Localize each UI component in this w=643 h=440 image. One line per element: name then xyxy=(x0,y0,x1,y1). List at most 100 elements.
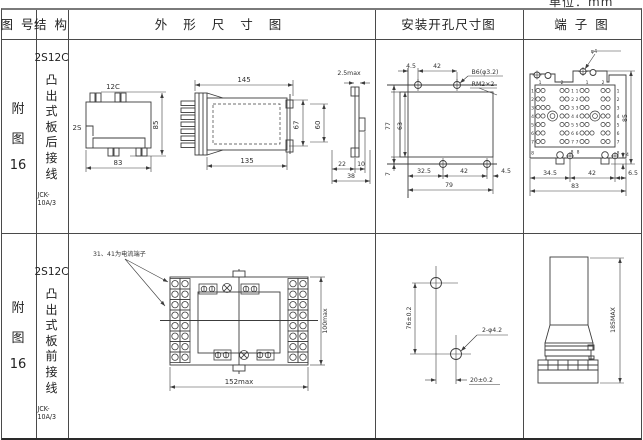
table-frame xyxy=(1,8,642,440)
svg-text:2: 2 xyxy=(576,97,579,103)
svg-text:3: 3 xyxy=(576,105,579,111)
tap-spec-label: RM2×2 xyxy=(472,81,495,88)
dim-label: 42 xyxy=(588,170,596,177)
dim-label: 100max xyxy=(322,308,329,334)
top-fixing-holes xyxy=(532,67,597,80)
terminal-drawing-row2: 185MAX xyxy=(537,256,624,384)
fig-cell-row2: 附 图 16 xyxy=(1,232,35,436)
relay-type: JCK-10A/3 xyxy=(37,191,57,208)
dim-label: 67 xyxy=(293,121,301,130)
svg-text:2: 2 xyxy=(531,97,534,103)
svg-text:5: 5 xyxy=(531,122,534,128)
terminal-number: 1 xyxy=(539,80,542,86)
terminal-screw-columns xyxy=(169,278,309,363)
dim-label: 4 xyxy=(626,152,629,158)
mounting-drawing-row1: 4.5 42 B6(φ3.2) RM2×2 77 63 7 32.5 42 4.… xyxy=(385,63,511,198)
svg-text:7: 7 xyxy=(576,139,579,145)
dim-label: 185MAX xyxy=(610,306,617,332)
header-structure: 结 构 xyxy=(34,17,69,32)
dim-label: 38 xyxy=(347,173,355,180)
header-terminal: 端 子 图 xyxy=(554,17,610,32)
terminal-drawing-row1: φ4 1 2 1 2 1 2 3 4 5 xyxy=(529,49,638,196)
side-view: 145 135 67 60 xyxy=(180,76,328,170)
terminal-contacts xyxy=(535,88,611,144)
svg-text:6: 6 xyxy=(576,131,579,137)
col-divider-1 xyxy=(36,10,37,438)
relay-type: JCK-10A/3 xyxy=(37,405,57,422)
svg-text:8: 8 xyxy=(577,150,580,156)
svg-text:3: 3 xyxy=(571,105,574,111)
svg-text:5: 5 xyxy=(571,122,574,128)
mounting-holes xyxy=(414,79,491,170)
relay-side-silhouette xyxy=(537,256,599,384)
structure-cell-row2: 2S12C 凸出式板前接线 JCK-10A/3 xyxy=(34,232,68,436)
svg-text:5: 5 xyxy=(576,122,579,128)
svg-text:2: 2 xyxy=(617,97,620,103)
fig-cell-row1: 附 图 16 xyxy=(1,38,35,232)
dim-label: 4.5 xyxy=(406,63,416,70)
fig-char: 附 xyxy=(11,300,25,316)
dim-label: 6.5 xyxy=(628,170,638,177)
current-terminal-note: 31、41为电流端子 xyxy=(93,250,146,258)
col-divider-4 xyxy=(523,10,524,438)
svg-text:1: 1 xyxy=(571,88,574,94)
svg-text:4: 4 xyxy=(571,114,574,120)
svg-text:6: 6 xyxy=(531,131,534,137)
header-outline: 外 形 尺 寸 图 xyxy=(154,17,288,32)
fig-char: 图 xyxy=(11,330,25,346)
svg-text:1: 1 xyxy=(531,88,534,94)
header-mounting: 安装开孔尺寸图 xyxy=(401,17,496,32)
svg-text:8: 8 xyxy=(571,150,574,156)
dim-label: 32.5 xyxy=(417,168,431,175)
terminal-number: 1 xyxy=(586,80,589,86)
terminal-number: 2 xyxy=(561,80,564,86)
svg-text:3: 3 xyxy=(531,105,534,111)
dim-label: 135 xyxy=(240,157,253,165)
dim-label: 4.5 xyxy=(501,168,511,175)
dim-label: 2S xyxy=(73,124,82,132)
fig-number: 16 xyxy=(9,356,27,372)
dim-label: 2.5max xyxy=(337,70,361,77)
screw-spec-label: B6(φ3.2) xyxy=(472,69,499,76)
dim-label: 85 xyxy=(152,121,160,130)
svg-text:5: 5 xyxy=(617,122,620,128)
svg-text:3: 3 xyxy=(617,105,620,111)
mounting-drawing-row2: 76±0.2 2-φ4.2 20±0.2 xyxy=(406,266,508,385)
svg-text:4: 4 xyxy=(617,114,620,120)
fig-number: 16 xyxy=(9,157,27,173)
fig-char: 图 xyxy=(11,131,25,147)
outline-drawing-row2: 31、41为电流端子 xyxy=(93,250,329,391)
svg-text:6: 6 xyxy=(571,131,574,137)
fig-char: 附 xyxy=(11,101,25,117)
structure-desc: 凸出式板后接线 xyxy=(45,73,58,181)
dim-label: 10 xyxy=(357,161,365,168)
front-view: 12C 2S 85 83 xyxy=(73,83,166,172)
structure-desc: 凸出式板前接线 xyxy=(45,287,58,395)
dim-label: 83 xyxy=(571,183,579,190)
header-divider xyxy=(2,39,641,40)
col-divider-2 xyxy=(68,10,69,438)
dim-label: 152max xyxy=(225,378,254,386)
svg-text:7: 7 xyxy=(531,139,534,145)
dim-label: 20±0.2 xyxy=(470,377,493,384)
svg-text:7: 7 xyxy=(617,139,620,145)
bottom-fixing-holes xyxy=(556,151,619,160)
dim-label: 34.5 xyxy=(543,170,557,177)
dim-label: 145 xyxy=(237,76,250,84)
dim-label: 76±0.2 xyxy=(406,306,413,329)
dim-label: 12C xyxy=(106,83,120,91)
dim-label: 83 xyxy=(114,159,123,167)
svg-text:1: 1 xyxy=(576,88,579,94)
fixing-screws xyxy=(198,283,275,361)
svg-text:6: 6 xyxy=(617,131,620,137)
dim-label: 42 xyxy=(433,63,441,70)
outline-drawing-row1: 12C 2S 85 83 xyxy=(73,70,371,184)
dim-label: 22 xyxy=(338,161,346,168)
dim-label: 7 xyxy=(385,172,392,176)
dim-label: 79 xyxy=(445,182,453,189)
svg-text:4: 4 xyxy=(531,114,534,120)
svg-text:1: 1 xyxy=(617,88,620,94)
contact-row xyxy=(535,88,611,144)
svg-text:2: 2 xyxy=(571,97,574,103)
